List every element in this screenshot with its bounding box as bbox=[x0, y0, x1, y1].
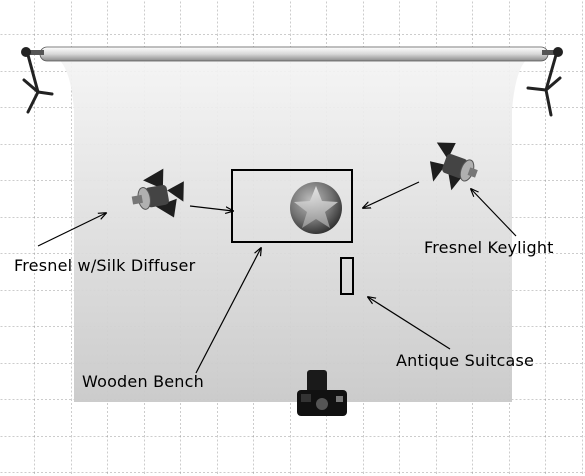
annotation-arrows bbox=[37, 181, 517, 374]
arrow-diffuser bbox=[37, 213, 106, 247]
arrow-suitcase bbox=[368, 297, 451, 350]
light-stand-icon bbox=[526, 47, 563, 117]
light-stand-icon bbox=[21, 47, 54, 114]
label-wooden-bench: Wooden Bench bbox=[82, 372, 204, 391]
label-fresnel-keylight: Fresnel Keylight bbox=[424, 238, 554, 257]
camera-icon bbox=[297, 370, 347, 416]
star-sphere-icon bbox=[290, 182, 342, 234]
label-fresnel-diffuser: Fresnel w/Silk Diffuser bbox=[14, 256, 196, 275]
fresnel-light-icon bbox=[131, 168, 184, 218]
fresnel-light-icon bbox=[429, 142, 478, 191]
arrow-bench bbox=[195, 248, 261, 374]
antique-suitcase-outline bbox=[340, 257, 354, 295]
arrow-keylight bbox=[471, 189, 517, 237]
wooden-bench-outline bbox=[231, 169, 353, 243]
backdrop-roll bbox=[24, 46, 562, 62]
label-antique-suitcase: Antique Suitcase bbox=[396, 351, 535, 370]
arrow-diffuser-to-bench bbox=[189, 205, 233, 211]
arrow-keylight-to-bench bbox=[363, 181, 420, 208]
backdrop-sweep bbox=[52, 56, 532, 402]
